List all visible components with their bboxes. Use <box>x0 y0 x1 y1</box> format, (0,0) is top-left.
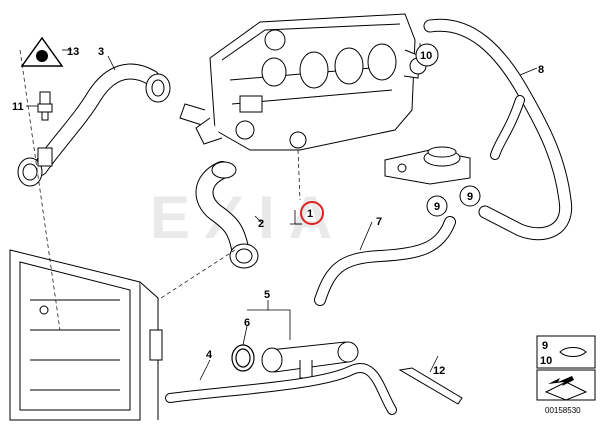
arrow-icon <box>548 376 574 386</box>
highlight-circle <box>300 201 324 225</box>
sheet-icon <box>544 381 588 401</box>
hose-3 <box>17 63 171 187</box>
callouts: 1 2 3 4 5 6 7 8 11 12 13 <box>12 46 544 377</box>
callout-3: 3 <box>98 46 104 58</box>
callout-12: 12 <box>433 365 445 377</box>
callout-5: 5 <box>264 289 270 301</box>
callout-8: 8 <box>538 64 544 76</box>
o-ring-6 <box>231 344 255 372</box>
callout-1: 1 <box>307 208 313 220</box>
warning-label-icon <box>20 36 64 67</box>
hose-4 <box>165 363 397 415</box>
callout-9b: 9 <box>467 191 473 203</box>
dashed-leaders <box>19 49 301 331</box>
callout-10: 10 <box>420 50 432 62</box>
hose-7 <box>314 216 456 306</box>
clamp-icon <box>559 347 587 357</box>
callout-13: 13 <box>67 46 79 58</box>
callout-11: 11 <box>12 101 24 113</box>
legend-10: 10 <box>540 355 552 367</box>
hose-8 <box>423 18 573 241</box>
diagram-code: 00158530 <box>545 406 581 415</box>
callout-6: 6 <box>244 317 250 329</box>
cylinder-head <box>179 13 427 151</box>
callout-9a-circle: 9 <box>426 195 448 217</box>
legend-box: 9 10 <box>536 335 596 401</box>
hose-2 <box>195 161 259 269</box>
callout-7: 7 <box>376 216 382 228</box>
pipe-assembly-5 <box>261 341 359 379</box>
callout-leaders <box>26 43 538 381</box>
sensor-11 <box>37 91 53 121</box>
callout-10-circle: 10 <box>415 43 439 67</box>
cable-tie-12 <box>398 367 463 405</box>
watermark: EXIA <box>150 184 346 251</box>
callout-4: 4 <box>206 349 213 361</box>
valve-bracket <box>384 146 471 185</box>
legend-9: 9 <box>542 340 548 352</box>
radiator <box>9 249 163 421</box>
callout-9b-circle: 9 <box>459 185 481 207</box>
callout-2: 2 <box>258 218 264 230</box>
callout-9a: 9 <box>434 201 440 213</box>
